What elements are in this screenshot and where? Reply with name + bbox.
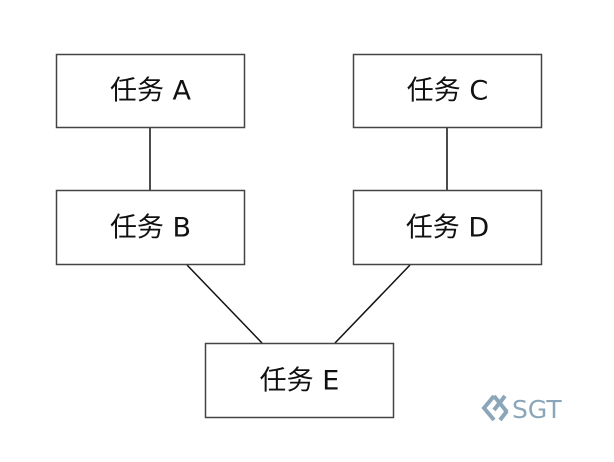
edge-d-e bbox=[334, 264, 411, 344]
node-task-e[interactable]: 任务 E bbox=[204, 342, 395, 419]
node-task-d[interactable]: 任务 D bbox=[352, 189, 543, 266]
node-task-e-box bbox=[204, 342, 395, 419]
edge-b-e bbox=[186, 264, 263, 344]
node-task-d-label: 任务 D bbox=[406, 213, 489, 244]
node-task-b[interactable]: 任务 B bbox=[55, 189, 246, 266]
node-task-b-box bbox=[55, 189, 246, 266]
node-task-c-box bbox=[352, 53, 543, 129]
sgt-watermark: SGT bbox=[481, 394, 562, 424]
node-task-c[interactable]: 任务 C bbox=[352, 53, 543, 129]
node-task-a[interactable]: 任务 A bbox=[55, 53, 246, 129]
sgt-watermark-text: SGT bbox=[512, 395, 562, 424]
node-task-c-label: 任务 C bbox=[407, 76, 488, 107]
node-task-a-box bbox=[55, 53, 246, 129]
node-task-a-label: 任务 A bbox=[110, 76, 192, 107]
node-task-b-label: 任务 B bbox=[110, 213, 191, 244]
node-task-e-label: 任务 E bbox=[260, 366, 340, 397]
sgt-logo-icon bbox=[481, 394, 509, 422]
node-task-d-box bbox=[352, 189, 543, 266]
